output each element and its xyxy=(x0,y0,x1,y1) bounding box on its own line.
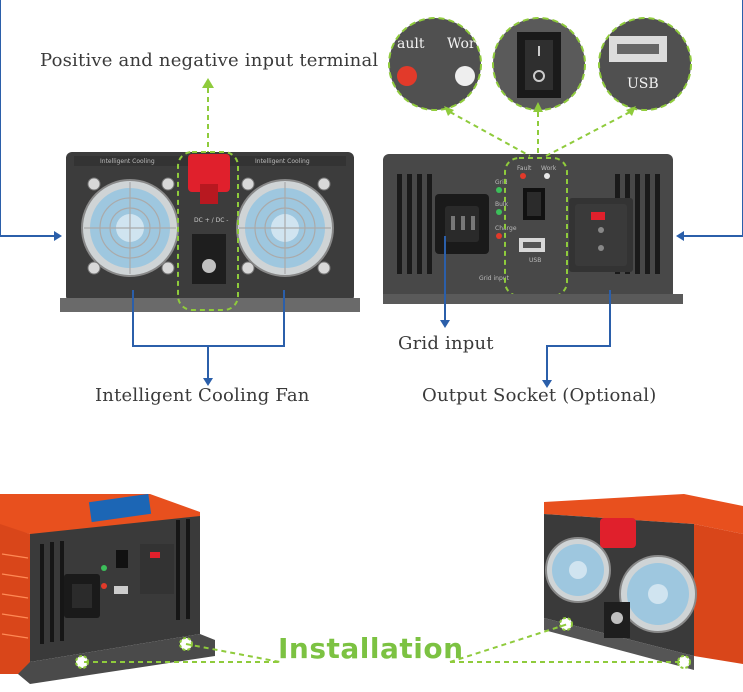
usb-port-icon xyxy=(519,238,545,252)
svg-text:Wor: Wor xyxy=(447,36,476,52)
fan-icon xyxy=(81,179,179,277)
label-grid-input: Grid input xyxy=(398,333,494,354)
inverter-right-view xyxy=(544,494,743,670)
svg-text:Work: Work xyxy=(541,165,557,172)
rocker-switch-zoom xyxy=(492,17,586,111)
label-positive-negative-terminal: Positive and negative input terminal xyxy=(40,50,379,71)
svg-text:Grid input: Grid input xyxy=(479,275,510,282)
svg-text:USB: USB xyxy=(627,76,659,92)
svg-text:Fault: Fault xyxy=(517,165,532,172)
screw-icon xyxy=(87,177,331,275)
svg-text:USB: USB xyxy=(529,257,541,264)
svg-text:Grid: Grid xyxy=(495,179,508,186)
svg-text:DC + / DC -: DC + / DC - xyxy=(194,217,228,224)
front-panel-illustration: Intelligent Cooling Intelligent Cooling … xyxy=(60,151,360,312)
iec-socket-icon xyxy=(435,194,489,254)
label-output-socket: Output Socket (Optional) xyxy=(422,385,657,406)
installation-label: Installation xyxy=(278,632,464,665)
right-panel-title: Intelligent Cooling xyxy=(255,158,310,165)
svg-text:Bulk: Bulk xyxy=(495,201,509,208)
label-cooling-fan: Intelligent Cooling Fan xyxy=(95,385,310,406)
arrow-icon xyxy=(202,78,214,152)
callout-lines xyxy=(0,0,743,388)
left-panel-title: Intelligent Cooling xyxy=(100,158,155,165)
fault-work-indicator-zoom: ault Wor xyxy=(388,17,482,111)
installation-lines xyxy=(84,623,684,663)
zoom-arrows xyxy=(444,102,636,157)
usb-port-zoom: USB xyxy=(598,17,692,111)
universal-socket-icon xyxy=(569,198,633,272)
svg-text:ault: ault xyxy=(397,36,425,52)
fan-icon xyxy=(545,537,611,603)
rocker-switch-icon xyxy=(523,188,545,220)
fan-icon xyxy=(619,555,697,633)
zoom-circles: ault Wor USB xyxy=(388,17,692,111)
fan-icon xyxy=(236,179,334,277)
rear-panel-illustration: Grid Bulk Charge Fault Work USB Grid inp… xyxy=(383,154,683,304)
inverter-left-view xyxy=(0,494,215,684)
